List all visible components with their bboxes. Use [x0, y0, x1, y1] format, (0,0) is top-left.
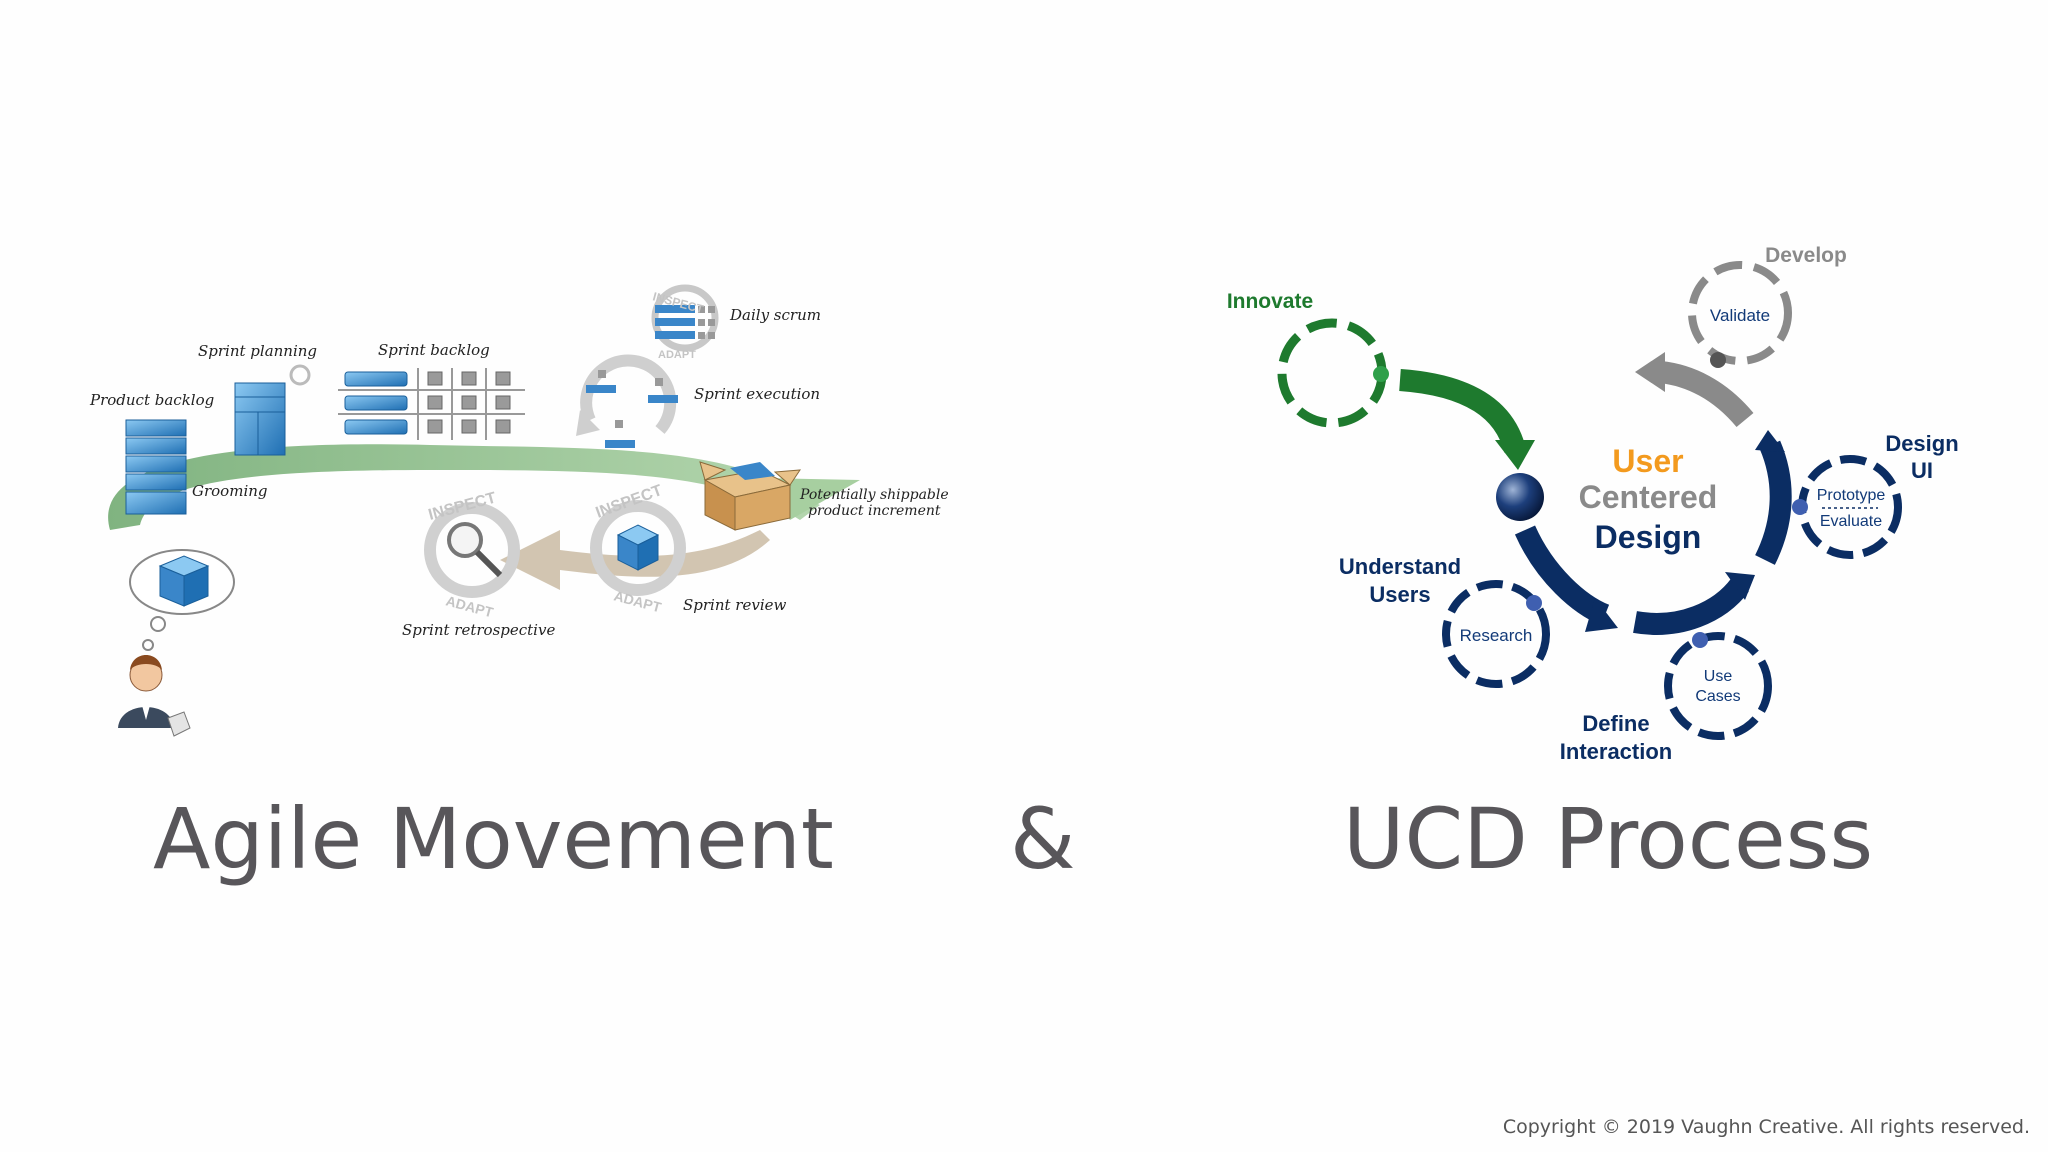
- label-inspect-retro: INSPECT: [427, 489, 499, 523]
- main-arrowhead-2: [1725, 572, 1755, 600]
- review-cycle: [590, 500, 686, 596]
- product-backlog-stack: [125, 419, 187, 515]
- label-research: Research: [1460, 626, 1533, 645]
- label-understand-1: Understand: [1339, 554, 1461, 579]
- sprint-execution-cycle: [576, 354, 678, 448]
- innovate-arrowhead: [1495, 440, 1535, 470]
- develop-return-arrow: [1658, 361, 1754, 428]
- ucd-diagram: User Centered Design Innovate Develop Va…: [1227, 244, 1959, 764]
- label-daily-scrum: Daily scrum: [729, 306, 821, 324]
- label-evaluate: Evaluate: [1820, 513, 1882, 530]
- caption-ampersand: &: [1010, 790, 1076, 888]
- innovate-dot: [1373, 366, 1389, 382]
- main-arc-bottom: [1633, 578, 1749, 635]
- center-design: Design: [1595, 519, 1702, 555]
- prototype-cycle: [1798, 455, 1902, 559]
- label-define-1: Define: [1582, 711, 1649, 736]
- innovate-arrow: [1399, 369, 1526, 454]
- label-understand-2: Users: [1369, 582, 1430, 607]
- main-arrowhead-1: [1585, 598, 1618, 632]
- caption-ucd: UCD Process: [1343, 790, 1874, 888]
- center-user: User: [1612, 443, 1683, 479]
- main-arrowhead-3: [1755, 430, 1785, 452]
- label-sprint-review: Sprint review: [683, 596, 786, 614]
- label-shippable-2: product increment: [808, 503, 941, 519]
- innovate-cycle: [1277, 318, 1387, 428]
- label-sprint-retrospective: Sprint retrospective: [402, 621, 555, 639]
- center-sphere: [1496, 473, 1544, 521]
- label-develop: Develop: [1765, 244, 1847, 267]
- research-dot: [1526, 595, 1542, 611]
- label-define-2: Interaction: [1560, 739, 1672, 764]
- caption-agile: Agile Movement: [153, 790, 834, 888]
- label-shippable-1: Potentially shippable: [799, 487, 949, 503]
- label-sprint-planning: Sprint planning: [198, 342, 317, 360]
- label-inspect-review: INSPECT: [594, 482, 665, 522]
- label-innovate: Innovate: [1227, 290, 1313, 313]
- label-design-ui-2: UI: [1911, 458, 1933, 483]
- retrospective-cycle: [424, 502, 520, 598]
- label-cases: Cases: [1695, 688, 1740, 705]
- sprint-backlog-grid: [338, 368, 525, 440]
- sprint-planning-stack: [234, 364, 311, 456]
- copyright-notice: Copyright © 2019 Vaughn Creative. All ri…: [1502, 1116, 2030, 1138]
- shippable-box: [699, 461, 801, 531]
- product-owner-figure: [118, 549, 235, 737]
- use-cases-dot: [1692, 632, 1708, 648]
- main-arc-right: [1755, 440, 1792, 565]
- use-cases-cycle: [1664, 632, 1772, 740]
- label-design-ui-1: Design: [1885, 431, 1958, 456]
- center-centered: Centered: [1579, 479, 1718, 515]
- label-use: Use: [1704, 668, 1733, 685]
- validate-dot: [1710, 352, 1726, 368]
- research-cycle: [1442, 580, 1550, 688]
- label-sprint-execution: Sprint execution: [694, 385, 820, 403]
- label-validate: Validate: [1710, 306, 1770, 325]
- label-sprint-backlog: Sprint backlog: [378, 341, 490, 359]
- label-product-backlog: Product backlog: [89, 391, 214, 409]
- label-adapt-scrum: ADAPT: [658, 349, 696, 361]
- sprint-flow-arc: [108, 444, 820, 530]
- agile-diagram: Product backlog Sprint planning Sprint b…: [89, 284, 949, 737]
- daily-scrum-cycle: [651, 284, 719, 352]
- validate-cycle: [1688, 261, 1792, 365]
- prototype-dot: [1792, 499, 1808, 515]
- label-grooming: Grooming: [192, 482, 268, 500]
- label-prototype: Prototype: [1817, 487, 1886, 504]
- develop-arrowhead: [1635, 352, 1665, 392]
